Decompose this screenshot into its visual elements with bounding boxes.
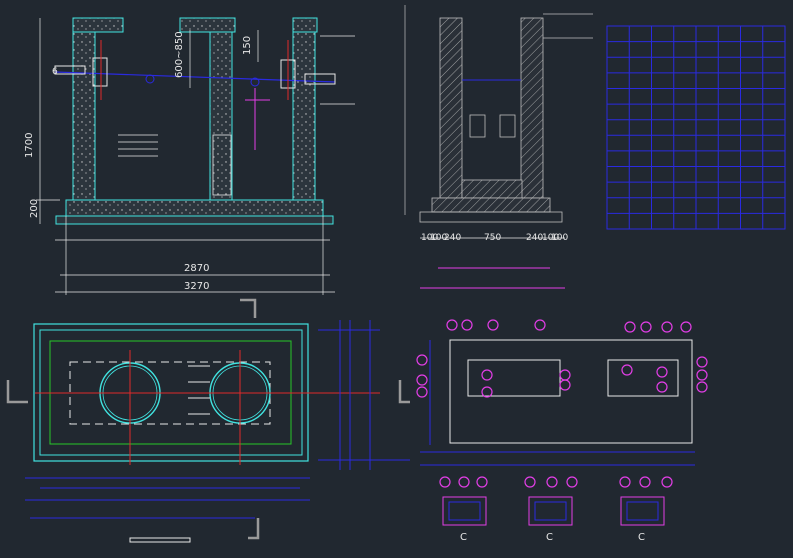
right-wall-cap — [292, 17, 318, 33]
base-cushion — [55, 215, 334, 225]
rebar-layout: C C C — [416, 319, 708, 543]
left-wall — [72, 17, 96, 201]
section-right: 100 100 240 750 240 100 100 — [404, 5, 593, 289]
plan-view — [6, 298, 410, 543]
dim-100-a: 100 — [421, 233, 438, 243]
dim-2870: 2870 — [184, 263, 209, 274]
dim-100-d: 100 — [551, 233, 568, 243]
left-wall-cap — [72, 17, 124, 33]
detail-c2: C — [528, 496, 573, 543]
dim-240-b: 240 — [526, 233, 543, 243]
middle-wall-cap — [179, 17, 236, 33]
dim-150: 150 — [242, 36, 253, 55]
dim-100-b: 100 — [430, 233, 447, 243]
dim-3270: 3270 — [184, 281, 209, 292]
right-wall — [292, 17, 316, 201]
elevation-section-left: 600~850 150 6 1700 200 2870 3270 — [24, 17, 355, 295]
dim-600-850: 600~850 — [174, 31, 185, 78]
detail-label-c1: C — [460, 532, 467, 543]
dim-200: 200 — [29, 199, 40, 218]
dim-750: 750 — [484, 233, 501, 243]
dim-100-c: 100 — [542, 233, 559, 243]
rebar-schedule-grid — [606, 25, 786, 230]
detail-label-c3: C — [638, 532, 645, 543]
base-slab — [65, 199, 324, 217]
detail-c1: C — [442, 496, 487, 543]
dim-1700: 1700 — [24, 133, 35, 158]
dim-240-a: 240 — [444, 233, 461, 243]
detail-c3: C — [620, 496, 665, 543]
dim-6: 6 — [52, 67, 58, 77]
detail-label-c2: C — [546, 532, 553, 543]
